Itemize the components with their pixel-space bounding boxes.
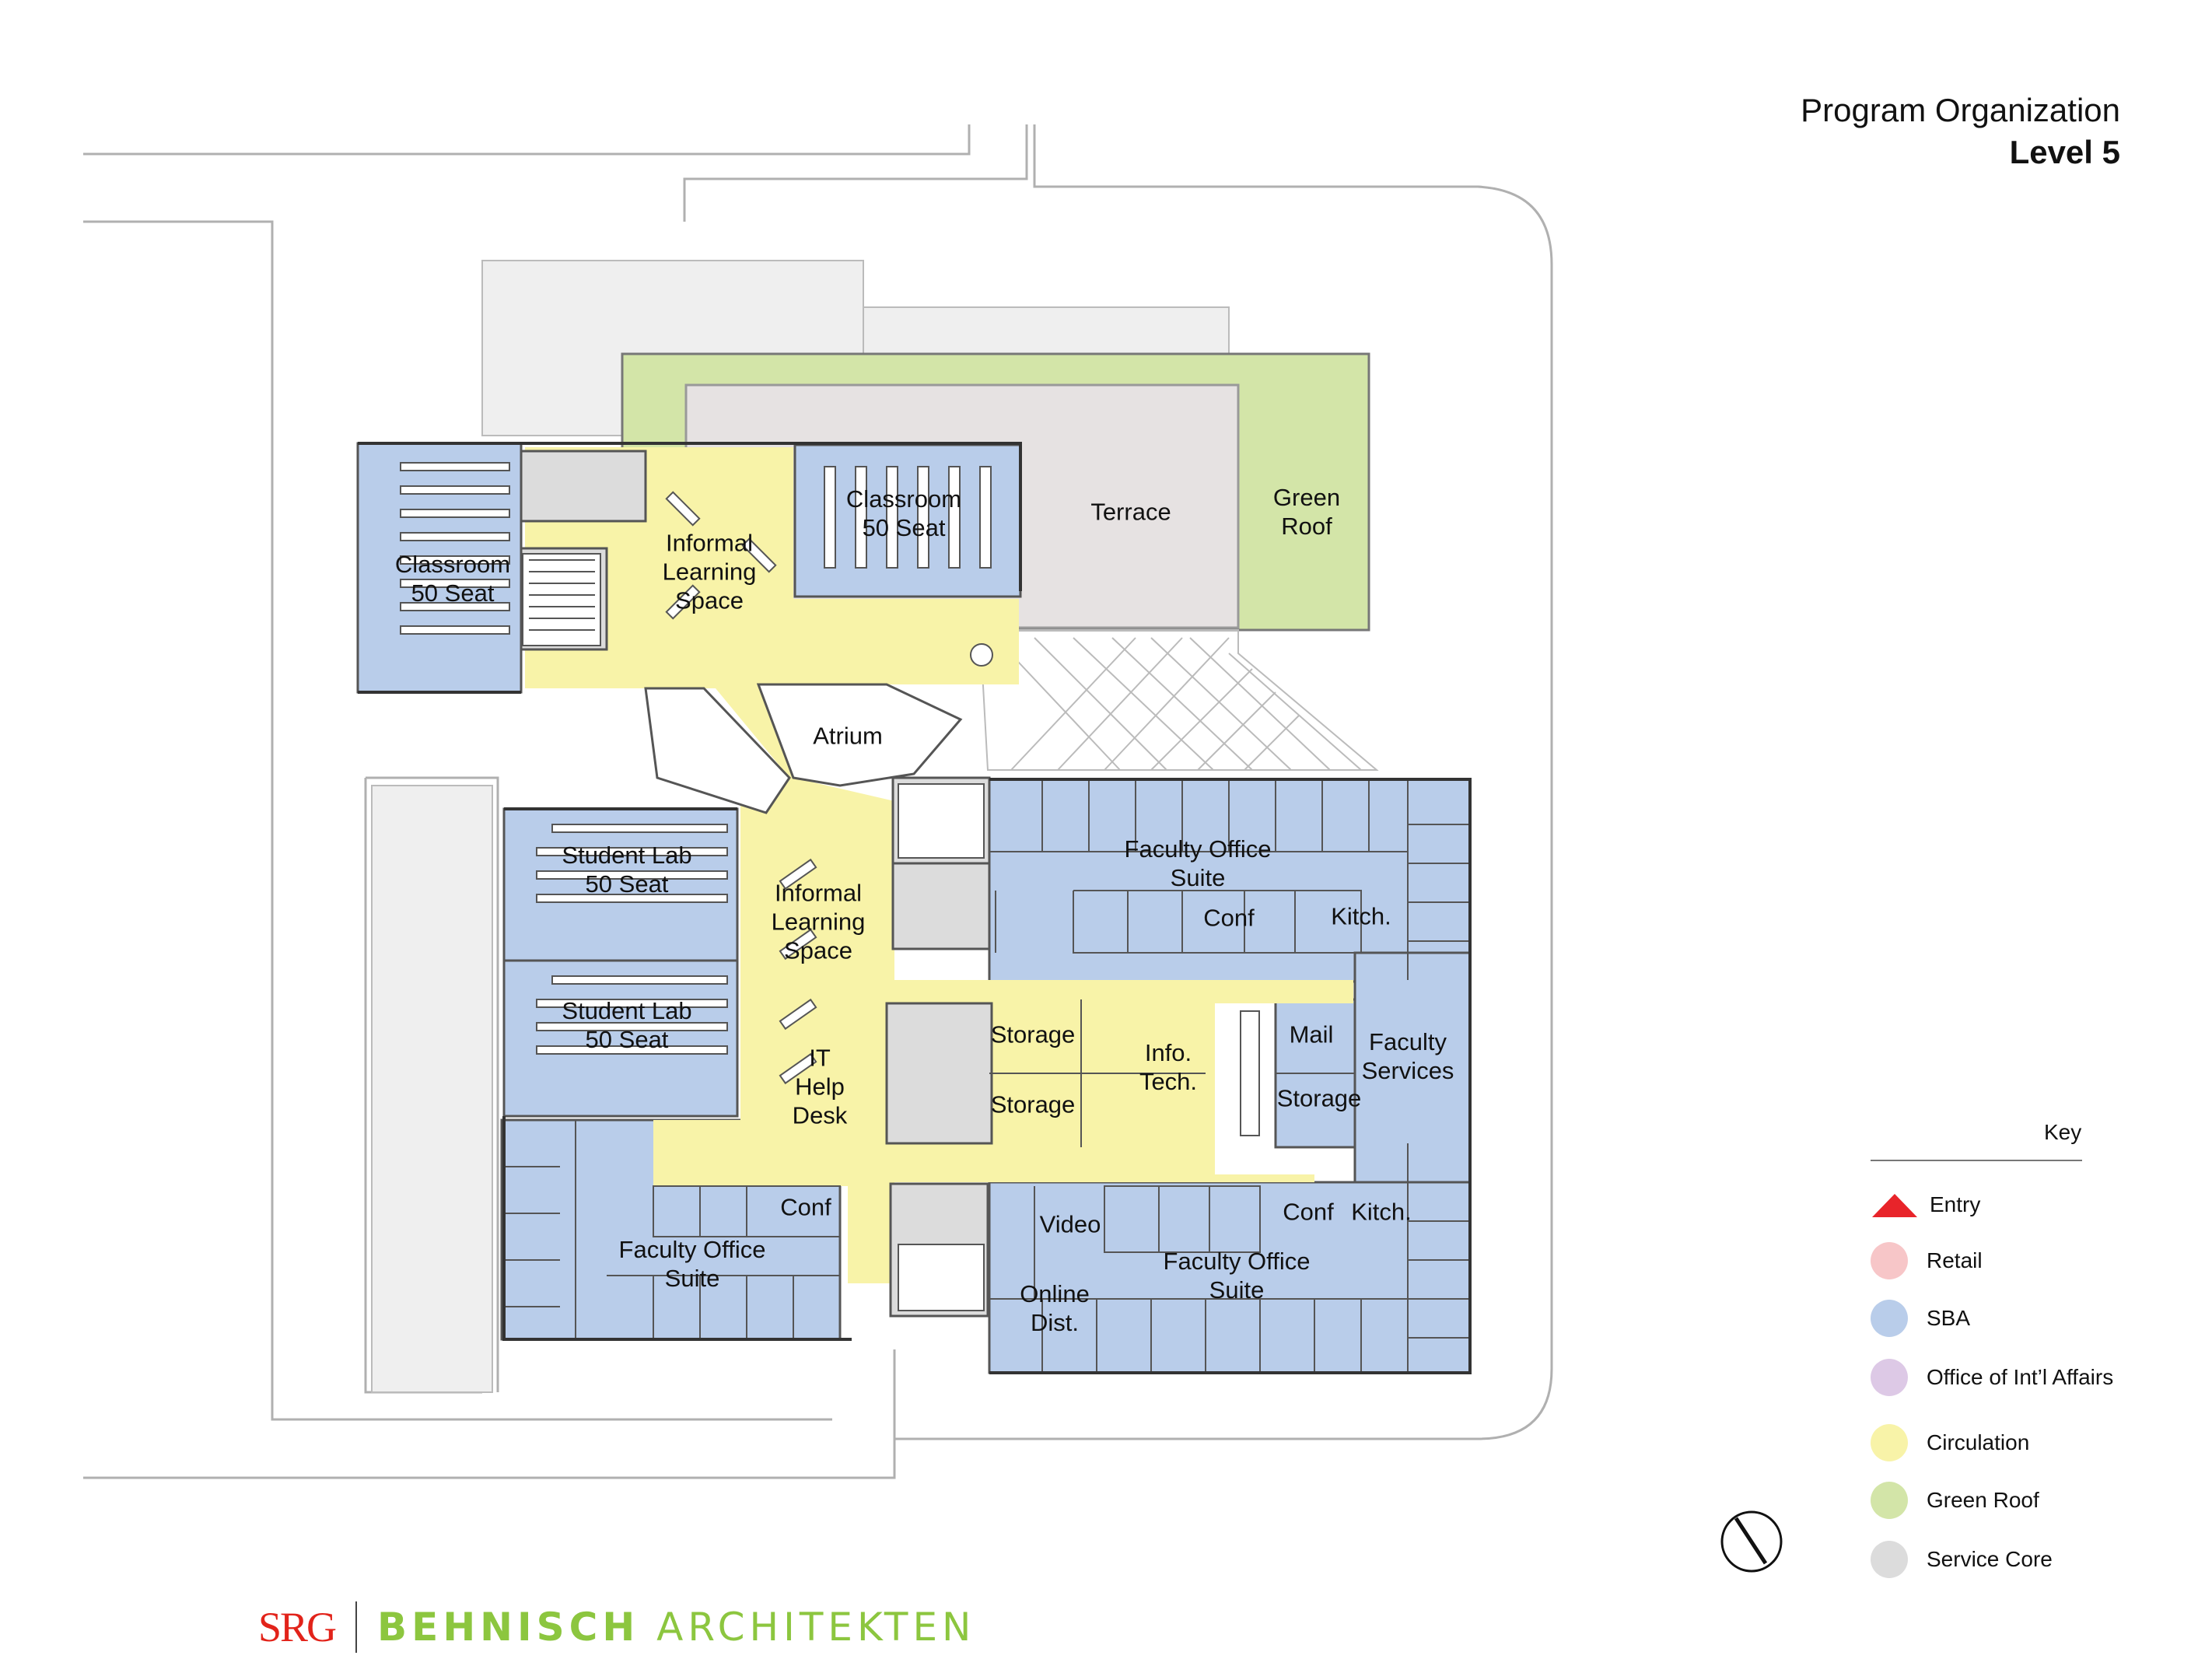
logo-architekten: ARCHITEKTEN (656, 1605, 976, 1650)
site-outline (83, 124, 1553, 1479)
room-label-classroom-north: Classroom 50 Seat (845, 485, 962, 541)
room-label-faculty-services: Faculty Services (1361, 1028, 1454, 1084)
room-label-conf-se: Conf (1283, 1198, 1334, 1226)
office-partitions (502, 779, 1470, 1373)
stairs (522, 553, 1260, 1311)
legend-label-service-core: Service Core (1927, 1547, 2053, 1571)
furniture (400, 462, 992, 1055)
room-label-video: Video (1039, 1210, 1101, 1238)
page-subtitle: Level 5 (2009, 134, 2120, 170)
atrium-void (644, 687, 791, 814)
atrium-opening (756, 683, 963, 787)
legend-item-retail: Retail (1871, 1240, 1983, 1282)
sba-swatch-icon (1871, 1300, 1908, 1337)
room-label-conf-sw: Conf (780, 1193, 831, 1221)
service-core-swatch-icon (1871, 1541, 1908, 1578)
circulation-zones (525, 447, 1353, 1283)
retail-swatch-icon (1871, 1242, 1908, 1279)
lounge-furniture (665, 491, 993, 1085)
room-label-faculty-suite-se: Faculty Office Suite (1163, 1248, 1311, 1304)
room-label-conf-ne: Conf (1203, 904, 1255, 932)
logo-divider (355, 1601, 358, 1653)
room-label-storage-2: Storage (990, 1090, 1076, 1118)
legend-divider (1871, 1160, 2082, 1161)
legend-item-circulation: Circulation (1871, 1422, 2029, 1464)
room-label-info-tech: Info. Tech. (1139, 1039, 1198, 1095)
legend-item-sba: SBA (1871, 1297, 1970, 1339)
logo-srg: SRG (258, 1604, 337, 1650)
room-label-it-help-desk: IT Help Desk (792, 1044, 848, 1129)
room-label-classroom-west: Classroom 50 Seat (394, 551, 511, 607)
room-label-kitchen-se: Kitch. (1351, 1198, 1412, 1226)
entry-triangle-icon (1872, 1194, 1917, 1217)
room-label-green-roof: Green Roof (1272, 484, 1341, 540)
legend-item-green-roof: Green Roof (1871, 1479, 2039, 1521)
intl-affairs-swatch-icon (1871, 1359, 1908, 1396)
room-label-storage-1: Storage (990, 1020, 1076, 1048)
logo-behnisch: BEHNISCH (377, 1605, 640, 1650)
circulation-swatch-icon (1871, 1424, 1908, 1461)
legend-item-service-core: Service Core (1871, 1538, 2053, 1580)
room-label-faculty-suite-sw: Faculty Office Suite (618, 1236, 766, 1292)
firm-logo: SRG BEHNISCH ARCHITEKTEN (258, 1601, 976, 1653)
room-label-informal-learning-north: Informal Learning Space (662, 529, 757, 614)
atrium-skylight (978, 629, 1379, 771)
room-label-storage-3: Storage (1276, 1084, 1362, 1112)
north-arrow-icon (1720, 1510, 1783, 1573)
room-label-student-lab-2: Student Lab 50 Seat (562, 997, 692, 1053)
legend-label-intl-affairs: Office of Int’l Affairs (1927, 1365, 2114, 1389)
room-label-faculty-suite-ne: Faculty Office Suite (1124, 835, 1272, 891)
legend-item-intl-affairs: Office of Int’l Affairs (1871, 1356, 2113, 1398)
building-outline (358, 442, 1472, 1374)
room-label-atrium: Atrium (813, 722, 883, 750)
legend-label-sba: SBA (1927, 1306, 1971, 1330)
room-label-terrace: Terrace (1090, 498, 1171, 526)
page-title: Program Organization (1801, 92, 2120, 128)
room-label-student-lab-1: Student Lab 50 Seat (562, 842, 692, 898)
legend-title: Key (2044, 1120, 2082, 1144)
room-label-kitchen-ne: Kitch. (1331, 902, 1391, 930)
legend-label-retail: Retail (1927, 1248, 1983, 1272)
legend-label-circulation: Circulation (1927, 1430, 2030, 1454)
legend-label-entry: Entry (1930, 1192, 1981, 1216)
green-roof-swatch-icon (1871, 1482, 1908, 1519)
legend-item-entry: Entry (1871, 1184, 1980, 1226)
room-label-informal-learning-south: Informal Learning Space (771, 879, 866, 964)
room-label-mail: Mail (1289, 1020, 1334, 1048)
room-label-online-dist: Online Dist. (1020, 1280, 1090, 1336)
legend-label-green-roof: Green Roof (1927, 1488, 2039, 1512)
